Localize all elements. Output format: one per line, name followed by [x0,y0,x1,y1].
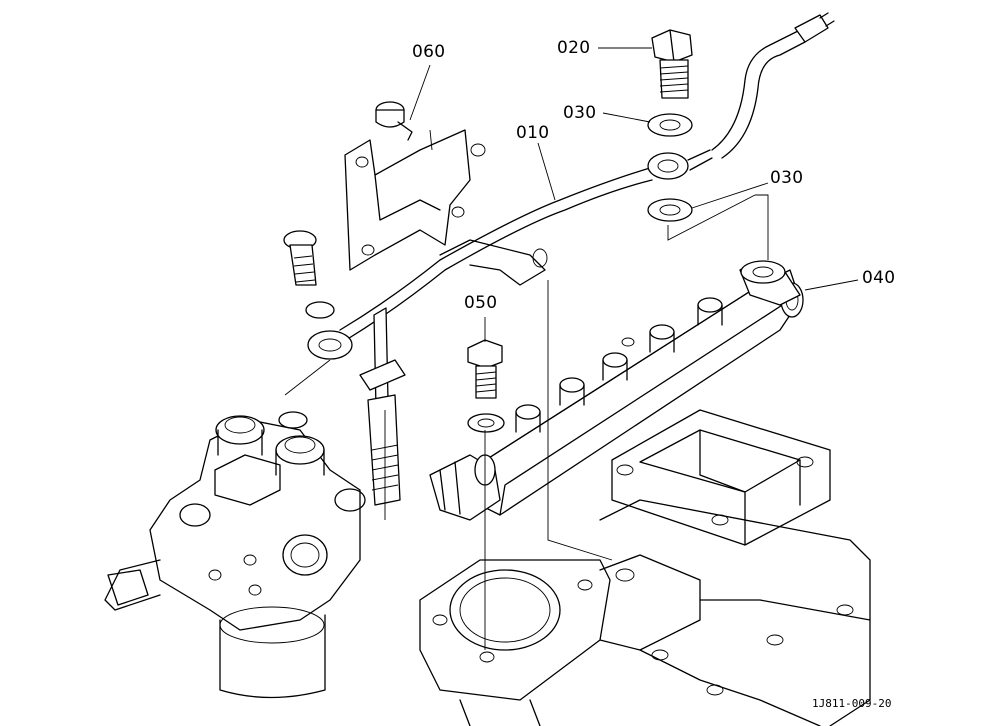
callout-part-020[interactable]: 020 [557,38,591,58]
callout-part-040[interactable]: 040 [862,268,896,288]
callout-part-050[interactable]: 050 [464,293,498,313]
callout-part-030-top[interactable]: 030 [563,103,597,123]
drawing-id: 1J811-009-20 [812,697,892,710]
engine-head-block [419,409,871,726]
banjo-bolt-and-washers [278,29,693,433]
common-rail [429,260,804,521]
callout-part-010[interactable]: 010 [516,123,550,143]
callout-part-060[interactable]: 060 [412,42,446,62]
leader-lines [284,47,859,650]
mounting-bracket [344,101,486,271]
injection-pump [104,415,366,699]
callout-part-030-side[interactable]: 030 [770,168,804,188]
